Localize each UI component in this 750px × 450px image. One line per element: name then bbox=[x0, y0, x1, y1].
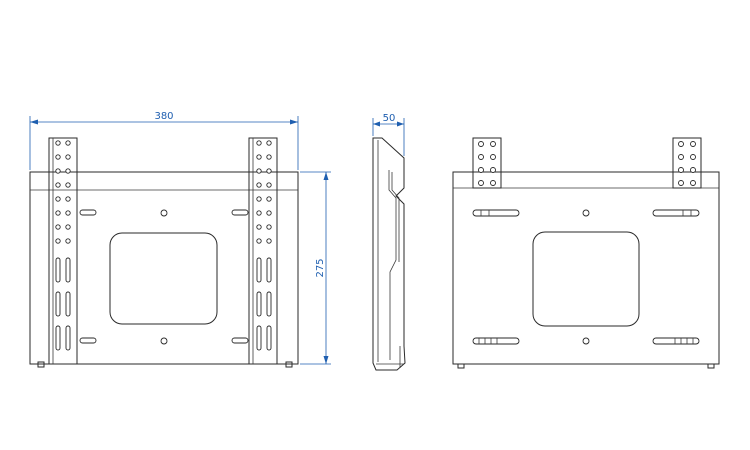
side-view: 50 bbox=[372, 113, 406, 371]
front-view: 380 275 bbox=[29, 111, 331, 368]
depth-dimension-label: 50 bbox=[383, 113, 396, 124]
rear-right-bracket bbox=[672, 137, 702, 189]
rear-left-bracket bbox=[472, 137, 502, 189]
depth-dimension: 50 bbox=[372, 113, 405, 156]
side-profile bbox=[372, 137, 406, 371]
rear-plate bbox=[452, 171, 720, 365]
front-center-window bbox=[109, 232, 218, 325]
rear-view bbox=[452, 137, 720, 369]
front-left-bracket bbox=[48, 137, 78, 365]
front-right-bracket bbox=[248, 137, 278, 365]
rear-center-window bbox=[532, 231, 640, 327]
height-dimension-label: 275 bbox=[315, 258, 326, 277]
width-dimension-label: 380 bbox=[154, 111, 173, 122]
front-plate bbox=[29, 171, 299, 365]
width-dimension: 380 bbox=[29, 111, 299, 170]
height-dimension: 275 bbox=[300, 171, 331, 365]
